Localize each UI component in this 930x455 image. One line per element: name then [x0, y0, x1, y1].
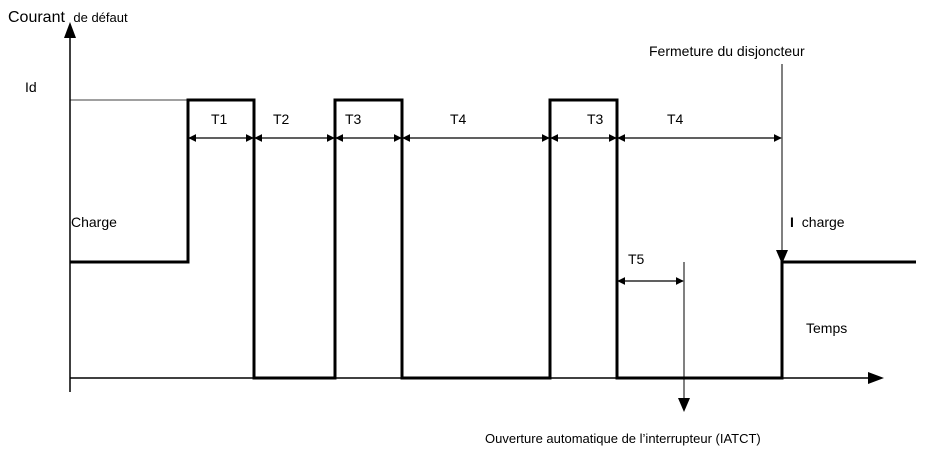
x-axis-arrowhead — [868, 372, 884, 384]
t4-label-2: T4 — [667, 111, 684, 127]
t3-label-1: T3 — [345, 111, 362, 127]
t4-label-1: T4 — [450, 111, 467, 127]
ouverture-label: Ouverture automatique de l’interrupteur … — [485, 431, 761, 446]
id-label: Id — [25, 79, 37, 95]
t1-label: T1 — [211, 111, 228, 127]
y-axis-label: Courant de défaut — [8, 9, 128, 26]
x-axis-label: Temps — [806, 320, 847, 336]
i-charge-label: I charge — [790, 214, 845, 230]
t3-label-2: T3 — [587, 111, 604, 127]
t2-label: T2 — [273, 111, 290, 127]
ouverture-arrowhead — [678, 398, 690, 412]
fermeture-arrowhead — [776, 250, 788, 264]
charge-label: Charge — [71, 214, 117, 230]
current-waveform — [70, 98, 916, 380]
t5-label: T5 — [628, 251, 645, 267]
fermeture-label: Fermeture du disjoncteur — [649, 43, 805, 59]
y-axis-arrowhead — [64, 22, 76, 38]
